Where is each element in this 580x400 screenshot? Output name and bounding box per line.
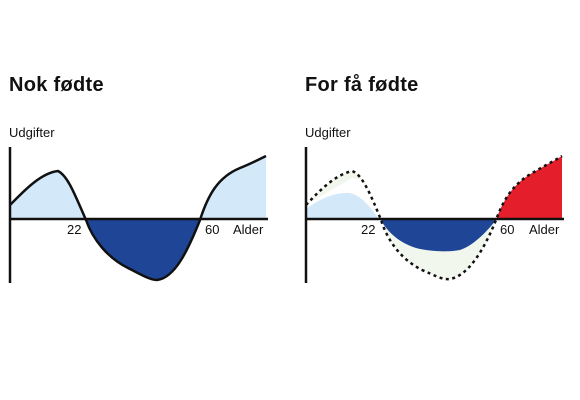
panel-left: 22 60 Alder bbox=[8, 147, 268, 283]
x-axis-label-left: Alder bbox=[233, 222, 264, 237]
expense-curve bbox=[9, 154, 267, 282]
tick-label-22-right: 22 bbox=[361, 222, 375, 237]
deficit-area-elderly bbox=[496, 156, 562, 220]
panel-title-for-faa-fodte: For få fødte bbox=[305, 74, 419, 96]
x-axis-label-right: Alder bbox=[529, 222, 560, 237]
positive-area-elderly bbox=[200, 156, 266, 220]
positive-area-young-reduced bbox=[306, 192, 378, 218]
expected-expense-curve-dashed bbox=[305, 154, 563, 281]
negative-area-working-age bbox=[86, 220, 200, 280]
positive-area-young bbox=[10, 171, 86, 220]
negative-area-working-age-reduced bbox=[381, 220, 496, 252]
y-axis-label-right: Udgifter bbox=[305, 125, 351, 140]
tick-label-60-left: 60 bbox=[205, 222, 219, 237]
tick-label-60-right: 60 bbox=[500, 222, 514, 237]
panel-title-nok-fodte: Nok fødte bbox=[9, 74, 104, 96]
y-axis-label-left: Udgifter bbox=[9, 125, 55, 140]
panel-right: 22 60 Alder bbox=[304, 147, 564, 283]
tick-label-22-left: 22 bbox=[67, 222, 81, 237]
